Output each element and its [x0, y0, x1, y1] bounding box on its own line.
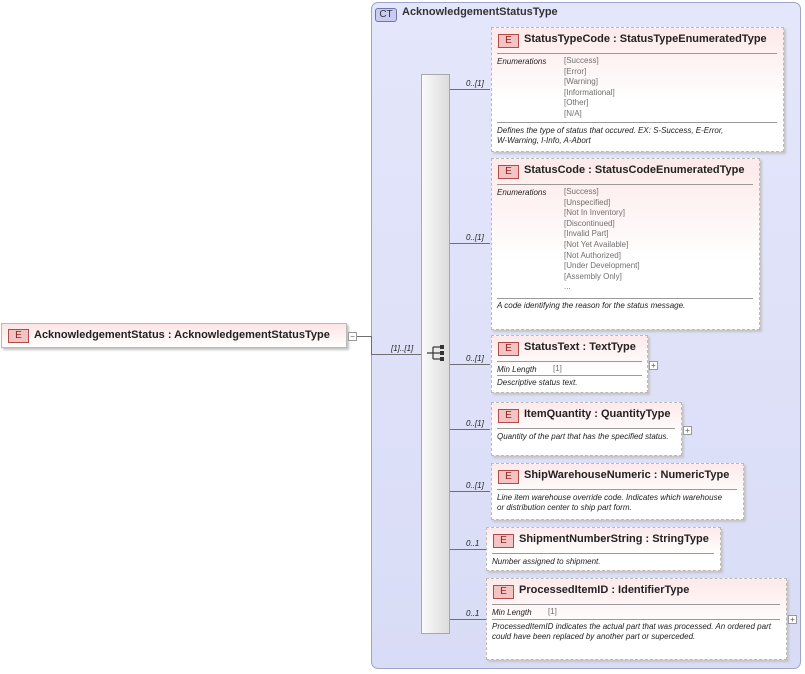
- facet-label: Enumerations: [497, 188, 547, 197]
- divider: [497, 489, 737, 490]
- facet-value: [1]: [553, 364, 562, 373]
- element-badge: E: [493, 534, 514, 548]
- facet-value: [1]: [548, 607, 557, 616]
- occurrence-label: 0..[1]: [466, 481, 484, 490]
- sequence-compositor-icon: [427, 345, 444, 361]
- divider: [497, 375, 642, 376]
- element-badge: E: [498, 34, 519, 48]
- element-item-quantity[interactable]: E ItemQuantity : QuantityType Quantity o…: [491, 402, 682, 456]
- facet-label: Min Length: [492, 608, 532, 617]
- documentation-text: Number assigned to shipment.: [492, 557, 601, 566]
- element-badge: E: [498, 342, 519, 356]
- documentation-text: ProcessedItemID indicates the actual par…: [492, 622, 771, 641]
- divider: [492, 604, 780, 605]
- connector-line: [450, 89, 490, 90]
- root-element-title: AcknowledgementStatus : AcknowledgementS…: [34, 329, 330, 341]
- divider: [497, 122, 777, 123]
- element-status-code[interactable]: E StatusCode : StatusCodeEnumeratedType …: [491, 158, 760, 330]
- facet-label: Enumerations: [497, 57, 547, 66]
- connector-line: [371, 354, 421, 355]
- connector-line: [450, 364, 490, 365]
- connector-line: [450, 243, 490, 244]
- element-badge: E: [498, 409, 519, 423]
- expand-icon[interactable]: +: [649, 361, 658, 370]
- occurrence-label: 0..[1]: [466, 419, 484, 428]
- element-badge: E: [493, 585, 514, 599]
- connector-line: [371, 336, 372, 354]
- divider: [497, 298, 753, 299]
- connector-line: [450, 549, 486, 550]
- collapse-icon[interactable]: −: [348, 332, 357, 341]
- connector-line: [450, 619, 486, 620]
- connector-line: [450, 491, 490, 492]
- element-title: StatusCode : StatusCodeEnumeratedType: [524, 164, 745, 176]
- documentation-text: Defines the type of status that occured.…: [497, 126, 724, 145]
- occurrence-label: 0..[1]: [466, 79, 484, 88]
- divider: [492, 619, 780, 620]
- element-title: ShipmentNumberString : StringType: [519, 533, 709, 545]
- divider: [497, 428, 675, 429]
- element-ship-warehouse-numeric[interactable]: E ShipWarehouseNumeric : NumericType Lin…: [491, 463, 744, 520]
- element-status-text[interactable]: E StatusText : TextType Min Length [1] D…: [491, 335, 648, 393]
- occurrence-label: 0..[1]: [466, 233, 484, 242]
- enumeration-values: [Success] [Unspecified] [Not In Inventor…: [564, 187, 640, 292]
- connector-line: [450, 429, 490, 430]
- expand-icon[interactable]: +: [788, 615, 797, 624]
- sequence-compositor: [421, 74, 450, 634]
- occurrence-label: 0..1: [466, 609, 480, 618]
- element-badge: E: [498, 165, 519, 179]
- connector-line: [357, 336, 371, 337]
- documentation-text: Quantity of the part that has the specif…: [497, 432, 669, 441]
- divider: [497, 184, 753, 185]
- element-status-type-code[interactable]: E StatusTypeCode : StatusTypeEnumeratedT…: [491, 27, 784, 152]
- element-title: ShipWarehouseNumeric : NumericType: [524, 469, 730, 481]
- divider: [497, 361, 642, 362]
- divider: [497, 53, 777, 54]
- root-occurrence: [1]..[1]: [391, 344, 414, 353]
- element-title: StatusText : TextType: [524, 341, 636, 353]
- documentation-text: Line item warehouse override code. Indic…: [497, 493, 723, 512]
- root-element[interactable]: E AcknowledgementStatus : Acknowledgemen…: [1, 323, 347, 348]
- expand-icon[interactable]: +: [683, 426, 692, 435]
- element-processed-item-id[interactable]: E ProcessedItemID : IdentifierType Min L…: [486, 578, 787, 660]
- element-badge: E: [498, 470, 519, 484]
- element-shipment-number-string[interactable]: E ShipmentNumberString : StringType Numb…: [486, 527, 721, 571]
- element-title: ProcessedItemID : IdentifierType: [519, 584, 690, 596]
- element-title: ItemQuantity : QuantityType: [524, 408, 671, 420]
- facet-label: Min Length: [497, 365, 537, 374]
- complex-type-badge: CT: [375, 8, 397, 22]
- divider: [492, 553, 714, 554]
- enumeration-values: [Success] [Error] [Warning] [Information…: [564, 56, 615, 118]
- complex-type-title: AcknowledgementStatusType: [402, 6, 558, 18]
- occurrence-label: 0..1: [466, 539, 480, 548]
- documentation-text: A code identifying the reason for the st…: [497, 301, 686, 310]
- occurrence-label: 0..[1]: [466, 354, 484, 363]
- element-badge: E: [8, 329, 29, 343]
- documentation-text: Descriptive status text.: [497, 378, 578, 387]
- element-title: StatusTypeCode : StatusTypeEnumeratedTyp…: [524, 33, 767, 45]
